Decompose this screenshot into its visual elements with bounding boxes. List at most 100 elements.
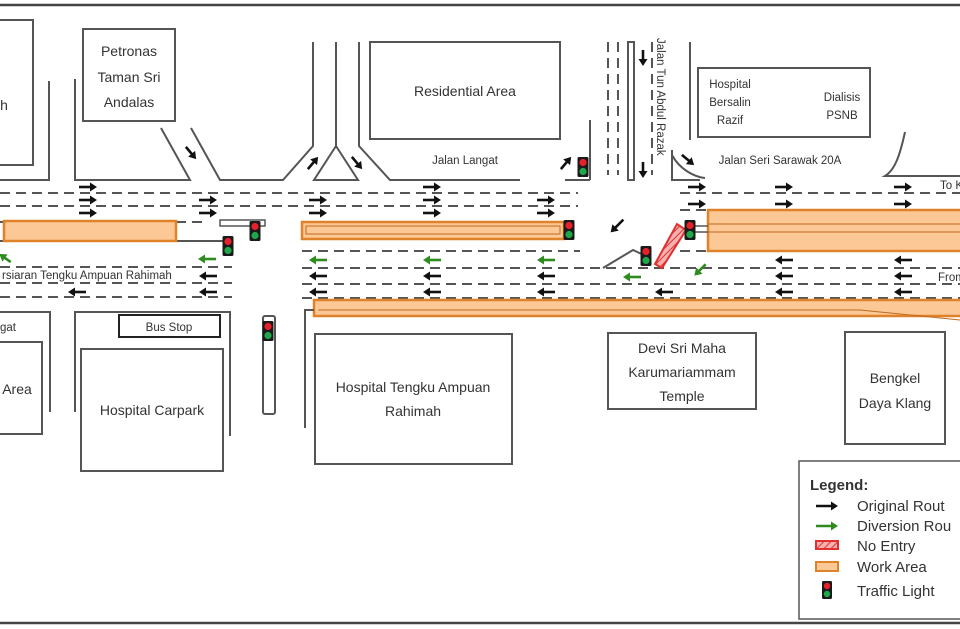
traffic-lights <box>222 157 696 341</box>
no-entry-icon <box>815 540 839 550</box>
building-temple: Devi Sri Maha Karumariammam Temple <box>607 332 757 410</box>
original-route-arrow <box>894 271 912 281</box>
route-arrows <box>0 50 912 297</box>
original-route-arrow <box>79 208 97 218</box>
original-route-arrow <box>638 50 648 66</box>
original-route-arrow <box>309 195 327 205</box>
svg-text:Razif: Razif <box>717 115 744 127</box>
original-route-arrow <box>199 287 217 297</box>
original-route-arrow <box>688 182 706 192</box>
svg-text:Hospital: Hospital <box>709 79 751 91</box>
original-route-arrow <box>775 182 793 192</box>
original-route-arrow <box>309 287 327 297</box>
svg-text:Petronas: Petronas <box>101 43 157 59</box>
legend-label: Diversion Rou <box>857 518 951 535</box>
svg-text:Karumariammam: Karumariammam <box>628 364 735 380</box>
original-route-arrow <box>423 182 441 192</box>
traffic-light-icon <box>222 236 234 256</box>
svg-text:PSNB: PSNB <box>826 110 858 122</box>
original-route-arrow <box>775 287 793 297</box>
legend-label: Work Area <box>857 559 927 576</box>
legend-label: Traffic Light <box>857 583 935 600</box>
original-route-arrow <box>184 146 197 160</box>
original-route-arrow <box>306 156 319 170</box>
original-route-arrow <box>79 195 97 205</box>
building-left-partial: h <box>0 19 34 166</box>
original-route-arrow <box>423 287 441 297</box>
diversion-route-arrow <box>0 253 12 264</box>
original-route-arrow <box>309 271 327 281</box>
diversion-route-icon <box>816 521 838 531</box>
svg-text:Devi Sri Maha: Devi Sri Maha <box>638 340 726 356</box>
work-area-left <box>2 219 178 243</box>
original-route-arrow <box>775 199 793 209</box>
legend-label: Original Rout <box>857 498 945 515</box>
svg-text:Temple: Temple <box>659 388 704 404</box>
road-label-persiaran: rsiaran Tengku Ampuan Rahimah <box>2 270 172 282</box>
original-route-arrow <box>423 208 441 218</box>
jalan-tun-abdul-razak: Jalan Tun Abdul Razak <box>607 38 666 181</box>
original-route-icon <box>816 501 838 511</box>
original-route-arrow <box>199 208 217 218</box>
diversion-route-arrow <box>423 255 441 265</box>
diversion-route-arrow <box>309 255 327 265</box>
road-label-jalan-seri-sarawak: Jalan Seri Sarawak 20A <box>719 155 842 167</box>
original-route-arrow <box>894 199 912 209</box>
building-hospital-carpark <box>80 348 224 472</box>
legend-item-traffic-light: Traffic Light <box>822 581 935 600</box>
svg-text:Hospital Tengku Ampuan: Hospital Tengku Ampuan <box>336 379 491 395</box>
building-bus-stop-block: Bus Stop Hospital Carpark <box>74 311 231 472</box>
diversion-route-arrow <box>694 263 707 276</box>
original-route-arrow <box>894 182 912 192</box>
original-route-arrow <box>775 271 793 281</box>
building-hospital-bersalin: Hospital Bersalin Razif Dialisis PSNB <box>697 67 871 138</box>
original-route-arrow <box>350 156 363 170</box>
road-label-jalan-tun-abdul-razak: Jalan Tun Abdul Razak <box>654 38 666 156</box>
building-bengkel: Bengkel Daya Klang <box>844 331 946 445</box>
svg-text:gat: gat <box>0 322 17 334</box>
original-route-arrow <box>423 271 441 281</box>
original-route-arrow <box>199 271 217 281</box>
work-area-right <box>706 208 960 253</box>
legend-title: Legend: <box>810 477 868 494</box>
bus-stop <box>118 314 221 338</box>
original-route-arrow <box>68 287 86 297</box>
road-label-from: From <box>938 272 960 284</box>
diversion-route-arrow <box>537 255 555 265</box>
traffic-light-icon <box>249 221 261 241</box>
road-label-jalan-langat: Jalan Langat <box>432 155 499 167</box>
original-route-arrow <box>610 218 625 233</box>
no-entry-zone <box>653 222 688 270</box>
original-route-arrow <box>537 287 555 297</box>
legend-item-work-area: Work Area <box>815 559 927 576</box>
legend-item-diversion-route: Diversion Rou <box>816 518 951 535</box>
building-residential-top: Residential Area <box>369 41 561 140</box>
traffic-light-icon <box>563 220 575 240</box>
original-route-arrow <box>423 195 441 205</box>
original-route-arrow <box>79 182 97 192</box>
original-route-arrow <box>537 208 555 218</box>
svg-text:Andalas: Andalas <box>104 94 155 110</box>
svg-text:Bus Stop: Bus Stop <box>146 322 193 334</box>
legend-label: No Entry <box>857 538 916 555</box>
original-route-arrow <box>894 255 912 265</box>
original-route-arrow <box>199 195 217 205</box>
svg-text:h: h <box>0 97 8 113</box>
traffic-light-icon <box>262 321 274 341</box>
original-route-arrow <box>688 199 706 209</box>
traffic-light-icon <box>577 157 589 177</box>
svg-text:Rahimah: Rahimah <box>385 403 441 419</box>
original-route-arrow <box>775 255 793 265</box>
diversion-route-arrow <box>198 254 216 264</box>
building-petronas: Petronas Taman Sri Andalas <box>82 28 176 122</box>
building-hospital-tengku: Hospital Tengku Ampuan Rahimah <box>304 309 513 465</box>
svg-text:Area: Area <box>2 381 32 397</box>
traffic-light-icon <box>684 220 696 240</box>
road-label-to: To K <box>940 180 960 192</box>
svg-text:Residential Area: Residential Area <box>414 83 516 99</box>
svg-text:Bersalin: Bersalin <box>709 97 751 109</box>
original-route-arrow <box>537 195 555 205</box>
original-route-arrow <box>537 271 555 281</box>
top-kerbs <box>0 42 960 181</box>
